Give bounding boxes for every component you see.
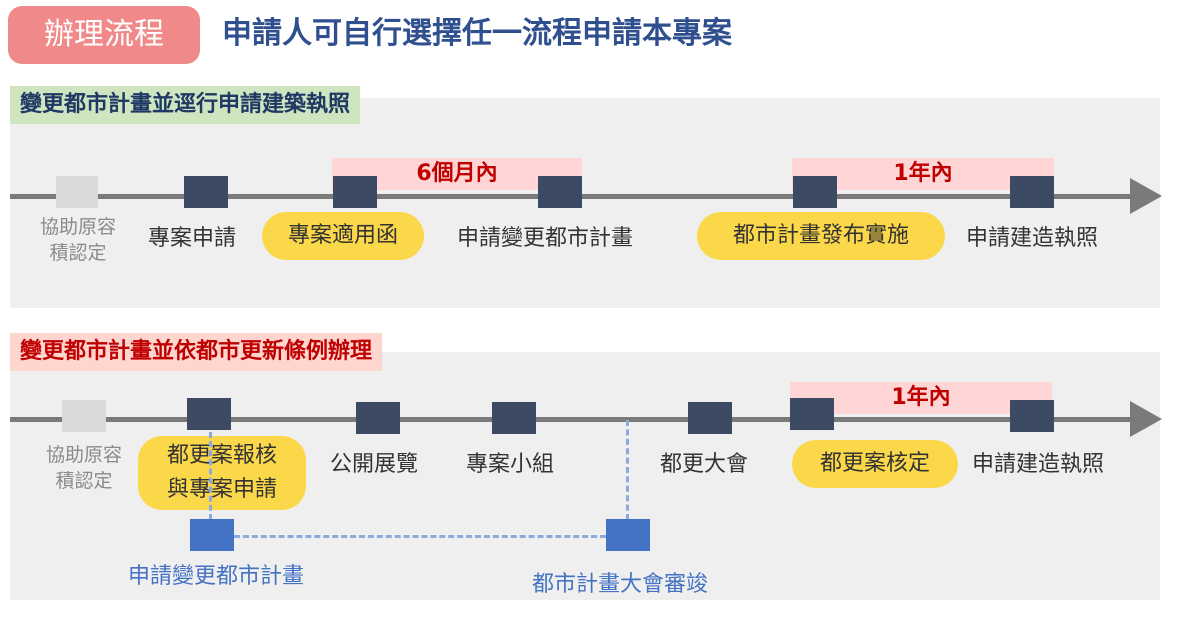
step-marker xyxy=(356,402,400,434)
branch-connector xyxy=(626,420,629,520)
step-plan-change-label: 申請變更都市計畫 xyxy=(457,226,634,251)
step-marker xyxy=(790,398,834,430)
step-applicable-letter-pill: 專案適用函 xyxy=(262,212,424,260)
step-publish-pill: 都市計畫發布實施 xyxy=(697,212,945,260)
timeline-arrowhead xyxy=(1130,401,1162,437)
section1-title: 變更都市計畫並逕行申請建築執照 xyxy=(10,86,361,124)
step-marker xyxy=(492,402,536,434)
step-report-line2: 與專案申請 xyxy=(166,477,277,502)
step-marker xyxy=(184,176,228,208)
step-marker xyxy=(333,176,377,208)
step-assist-line1: 協助原容 xyxy=(45,444,122,466)
branch-apply-label: 申請變更都市計畫 xyxy=(128,564,305,589)
step-task-group-label: 專案小組 xyxy=(466,452,555,477)
step-marker xyxy=(187,398,231,430)
step-apply-label: 專案申請 xyxy=(148,226,237,251)
branch-complete-label: 都市計畫大會審竣 xyxy=(532,572,709,597)
step-marker xyxy=(56,176,98,208)
step-report-line1: 都更案報核 xyxy=(166,443,277,468)
step-marker xyxy=(688,402,732,434)
step-marker xyxy=(1010,176,1054,208)
step-assist-label: 協助原容 積認定 xyxy=(30,442,138,494)
step-assist-line2: 積認定 xyxy=(49,242,107,264)
section1-panel xyxy=(10,98,1160,308)
timeline-axis xyxy=(10,417,1135,422)
step-marker xyxy=(538,176,582,208)
step-report-pill: 都更案報核 與專案申請 xyxy=(138,436,306,510)
step-assist-line1: 協助原容 xyxy=(39,216,116,238)
step-building-permit-label: 申請建造執照 xyxy=(966,226,1099,251)
step-assist-label: 協助原容 積認定 xyxy=(24,214,132,266)
process-tag: 辦理流程 xyxy=(8,6,200,64)
step-approved-pill: 都更案核定 xyxy=(792,440,958,488)
branch-marker xyxy=(190,519,234,551)
step-building-permit-label: 申請建造執照 xyxy=(972,452,1105,477)
branch-marker xyxy=(606,519,650,551)
step-council-label: 都更大會 xyxy=(660,452,749,477)
timeline-arrowhead xyxy=(1130,178,1162,214)
branch-connector xyxy=(209,432,212,520)
page-title: 申請人可自行選擇任一流程申請本專案 xyxy=(222,16,732,51)
step-exhibition-label: 公開展覽 xyxy=(330,452,419,477)
step-marker xyxy=(793,176,837,208)
step-marker xyxy=(62,400,106,432)
branch-connector xyxy=(234,535,606,538)
section2-title: 變更都市計畫並依都市更新條例辦理 xyxy=(10,333,383,371)
step-marker xyxy=(1010,400,1054,432)
step-assist-line2: 積認定 xyxy=(55,470,113,492)
